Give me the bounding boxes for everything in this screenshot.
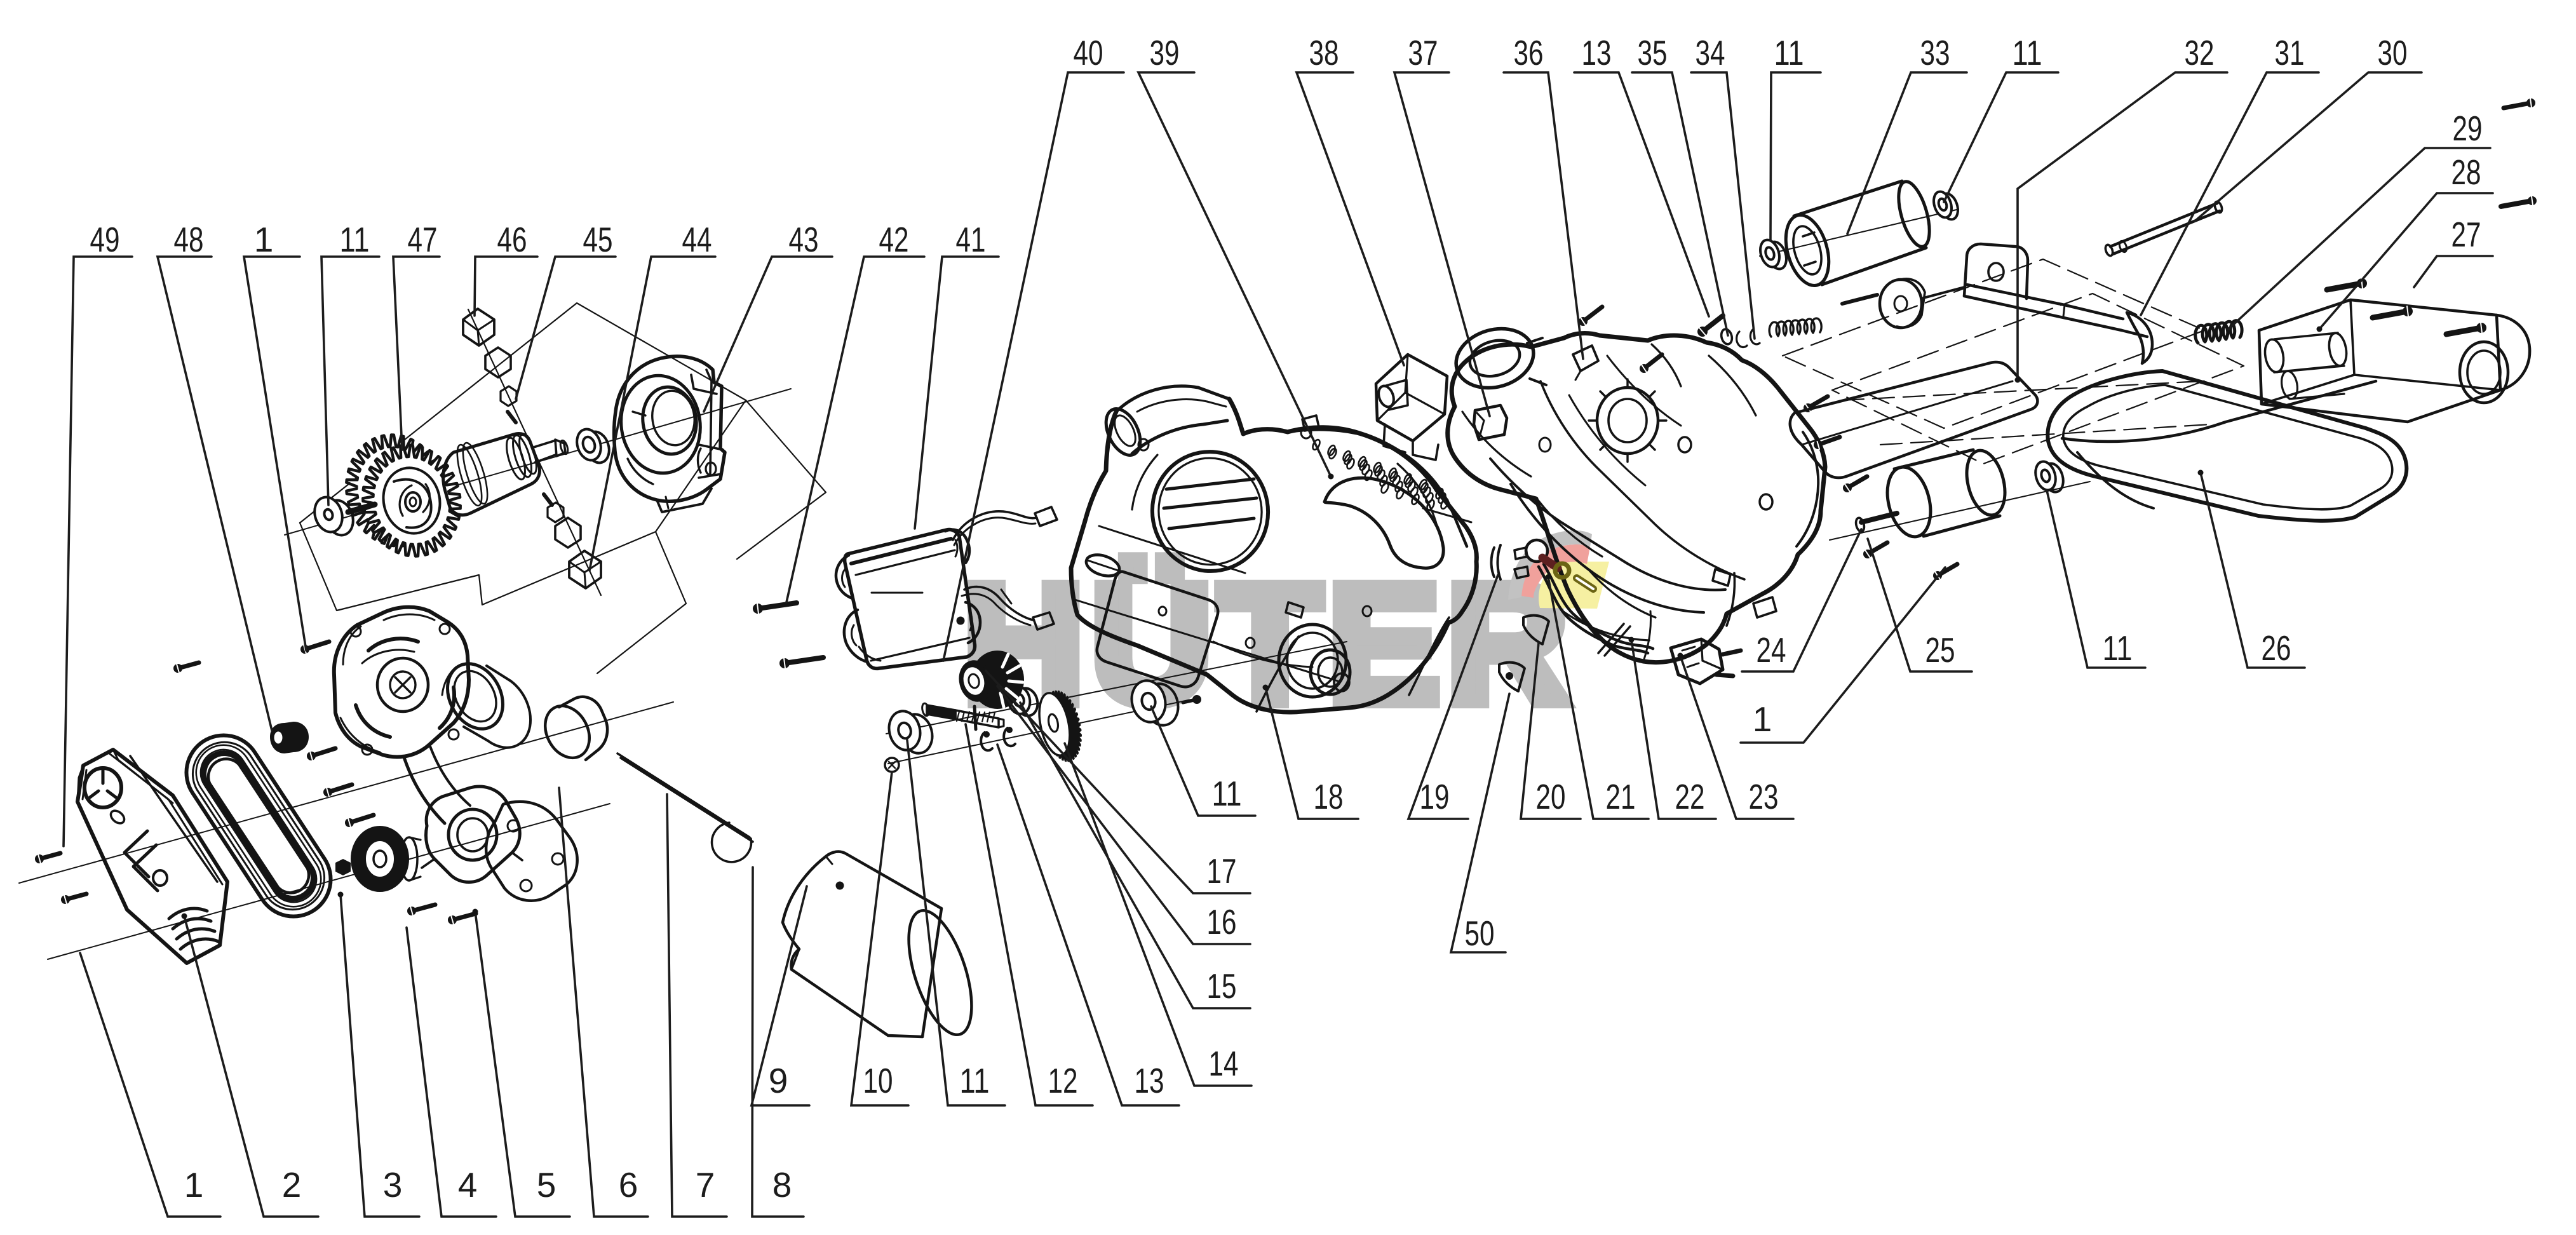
svg-text:8: 8 <box>772 1165 792 1205</box>
svg-text:3: 3 <box>383 1165 403 1205</box>
svg-text:10: 10 <box>863 1061 893 1100</box>
svg-text:45: 45 <box>583 220 613 259</box>
svg-text:39: 39 <box>1150 33 1180 72</box>
svg-text:11: 11 <box>2103 628 2133 668</box>
svg-text:25: 25 <box>1925 630 1955 670</box>
svg-text:30: 30 <box>2378 33 2408 72</box>
svg-text:21: 21 <box>1606 777 1636 816</box>
svg-text:4: 4 <box>458 1165 478 1205</box>
svg-text:34: 34 <box>1696 33 1725 72</box>
svg-text:16: 16 <box>1207 902 1237 941</box>
svg-text:11: 11 <box>1212 774 1242 813</box>
svg-text:44: 44 <box>682 220 712 259</box>
svg-text:12: 12 <box>1048 1061 1078 1100</box>
svg-text:29: 29 <box>2453 109 2483 148</box>
svg-text:11: 11 <box>2013 33 2042 72</box>
svg-text:36: 36 <box>1514 33 1544 72</box>
svg-text:26: 26 <box>2262 628 2291 668</box>
svg-text:42: 42 <box>879 220 909 259</box>
svg-text:27: 27 <box>2451 215 2481 254</box>
svg-text:28: 28 <box>2451 152 2481 192</box>
svg-text:18: 18 <box>1314 777 1344 816</box>
svg-text:47: 47 <box>408 220 438 259</box>
svg-text:2: 2 <box>282 1165 302 1205</box>
svg-text:48: 48 <box>174 220 204 259</box>
svg-text:40: 40 <box>1074 33 1103 72</box>
svg-text:50: 50 <box>1465 914 1495 953</box>
svg-text:31: 31 <box>2275 33 2305 72</box>
svg-text:17: 17 <box>1207 851 1237 891</box>
svg-text:23: 23 <box>1749 777 1779 816</box>
svg-text:11: 11 <box>960 1061 990 1100</box>
svg-text:35: 35 <box>1638 33 1668 72</box>
svg-text:15: 15 <box>1207 966 1237 1006</box>
svg-text:38: 38 <box>1309 33 1339 72</box>
svg-text:6: 6 <box>619 1165 638 1205</box>
svg-text:19: 19 <box>1420 777 1450 816</box>
svg-text:1: 1 <box>1753 699 1772 739</box>
svg-text:43: 43 <box>789 220 819 259</box>
svg-text:33: 33 <box>1920 33 1950 72</box>
svg-text:37: 37 <box>1408 33 1438 72</box>
svg-text:32: 32 <box>2185 33 2215 72</box>
svg-text:5: 5 <box>537 1165 556 1205</box>
svg-text:13: 13 <box>1135 1061 1164 1100</box>
svg-text:24: 24 <box>1757 630 1786 670</box>
svg-text:20: 20 <box>1536 777 1566 816</box>
svg-text:11: 11 <box>340 220 370 259</box>
svg-text:1: 1 <box>254 220 274 259</box>
svg-text:11: 11 <box>1774 33 1804 72</box>
svg-text:9: 9 <box>769 1061 788 1100</box>
svg-text:49: 49 <box>90 220 120 259</box>
svg-text:14: 14 <box>1209 1044 1239 1083</box>
svg-text:7: 7 <box>696 1165 715 1205</box>
svg-text:HÜTER: HÜTER <box>964 551 1575 737</box>
svg-text:1: 1 <box>184 1165 204 1205</box>
svg-text:22: 22 <box>1675 777 1705 816</box>
svg-text:41: 41 <box>956 220 986 259</box>
svg-text:46: 46 <box>497 220 527 259</box>
svg-text:13: 13 <box>1582 33 1612 72</box>
